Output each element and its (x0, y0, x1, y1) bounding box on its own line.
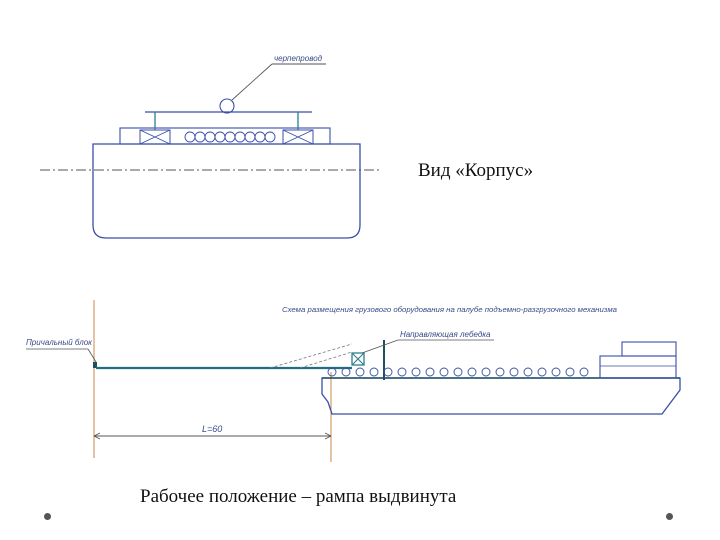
berth-label-leader (87, 348, 97, 363)
superstructure-lower (599, 355, 677, 379)
winch-callout-leader (361, 339, 399, 354)
top-callout-label: черпепровод (274, 54, 323, 63)
hull-outline (92, 143, 361, 239)
left-support-cross (139, 129, 171, 145)
pipe-circle (219, 98, 235, 114)
deck-platform (119, 127, 331, 145)
pipe-rollers (184, 131, 276, 143)
dimension-label: L=60 (202, 424, 222, 434)
ramp-brace-1 (269, 343, 353, 369)
superstructure-upper (621, 341, 677, 357)
position-caption: Рабочее положение – рампа выдвинута (140, 486, 457, 507)
side-view: Схема размещения грузового оборудования … (26, 300, 681, 462)
ship-hull-outline (321, 377, 681, 415)
winch-callout-label: Направляющая лебедка (400, 330, 491, 339)
top-view: черпепровод (40, 54, 380, 239)
ramp-brace-2 (299, 351, 353, 369)
right-support-cross (282, 129, 314, 145)
side-header-note: Схема размещения грузового оборудования … (282, 305, 617, 314)
berth-label: Причальный блок (26, 338, 93, 347)
winch-marker (351, 352, 365, 366)
dimension-tick-left (93, 432, 101, 440)
callout-leader-top (231, 63, 273, 101)
berth-block (93, 362, 97, 368)
deck-rollers (327, 367, 589, 377)
dimension-tick-right (324, 432, 332, 440)
right-bullet-dot (666, 513, 673, 520)
left-bullet-dot (44, 513, 51, 520)
winch-marker-cross (351, 352, 365, 366)
view-caption: Вид «Корпус» (418, 160, 534, 181)
